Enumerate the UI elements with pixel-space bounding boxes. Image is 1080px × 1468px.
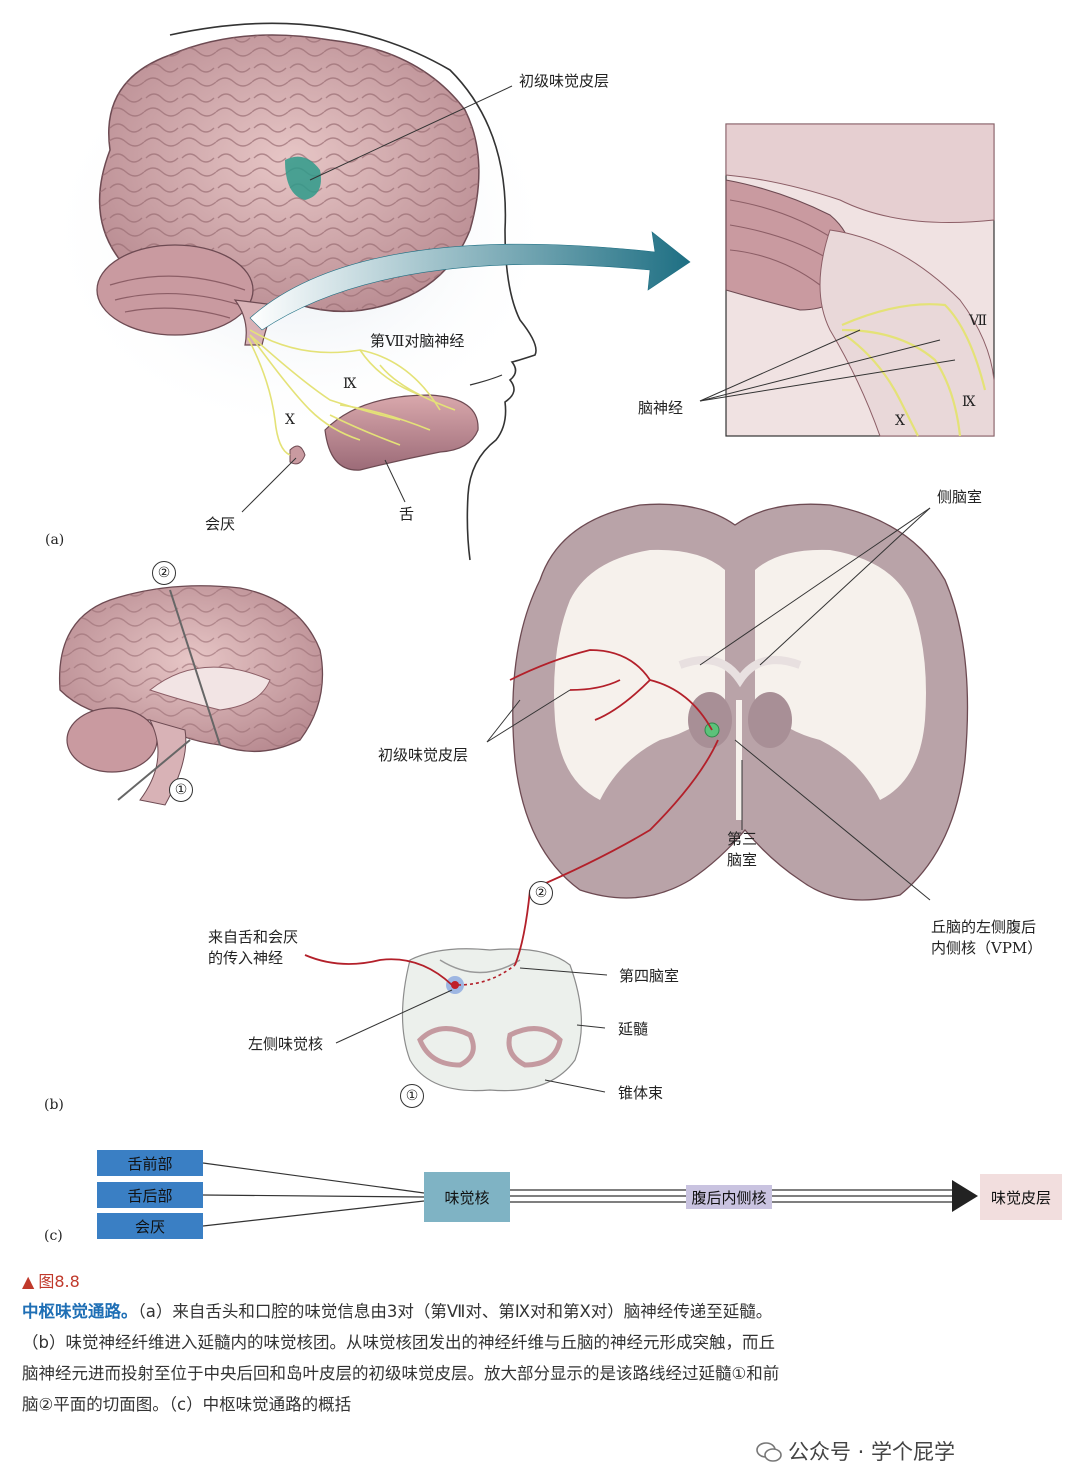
pathway-arrowhead — [952, 1180, 978, 1212]
label-lateral-ventricle: 侧脑室 — [937, 488, 983, 506]
label-epiglottis-a: 会厌 — [205, 515, 236, 533]
box-posterior-tongue: 舌后部 — [97, 1182, 203, 1208]
label-nerve-ix: Ⅸ — [343, 376, 357, 392]
panel-c-connectors — [202, 1162, 978, 1227]
label-afferent-line2: 的传入神经 — [208, 949, 284, 967]
thalamocortical-projection — [509, 649, 713, 731]
box-gustatory-nucleus: 味觉核 — [424, 1172, 510, 1222]
section-line-2 — [169, 589, 221, 746]
label-vpm-line1: 丘脑的左侧腹后 — [931, 918, 1037, 936]
label-primary-gustatory-cortex-a: 初级味觉皮层 — [519, 72, 610, 90]
afferent-fiber — [304, 954, 453, 986]
label-vpm-line2: 内侧核（VPM） — [931, 939, 1043, 957]
label-cranial-nerves: 脑神经 — [638, 399, 684, 417]
figure-tag: ▲图8.8 — [22, 1268, 1062, 1292]
caption-title: 中枢味觉通路。 — [22, 1302, 138, 1321]
label-inset-x: X — [895, 413, 905, 429]
zoom-arrow — [249, 231, 691, 331]
panel-a-letter: (a) — [45, 532, 65, 548]
label-tongue: 舌 — [399, 505, 415, 523]
label-third-ventricle-line2: 脑室 — [727, 851, 758, 869]
primary-gustatory-cortex-highlight — [285, 156, 321, 200]
label-left-gustatory-nucleus: 左侧味觉核 — [248, 1035, 324, 1053]
label-medulla: 延髓 — [618, 1020, 649, 1038]
gustatory-nucleus-marker — [451, 981, 459, 989]
label-inset-vii: Ⅶ — [969, 313, 988, 329]
panel-b-coronal — [486, 503, 969, 901]
label-cranial-nerve-vii: 第Ⅶ对脑神经 — [370, 332, 465, 350]
section-marker-1-sagittal: ① — [169, 778, 193, 802]
section-marker-2-sagittal: ② — [152, 561, 176, 585]
panel-a-inset — [699, 123, 995, 437]
section-marker-2-coronal: ② — [529, 881, 553, 905]
section-marker-1-medulla: ① — [400, 1084, 424, 1108]
box-gustatory-cortex: 味觉皮层 — [980, 1174, 1062, 1220]
label-pyramidal-tract: 锥体束 — [618, 1084, 664, 1102]
label-primary-gustatory-cortex-b: 初级味觉皮层 — [378, 746, 469, 764]
box-anterior-tongue: 舌前部 — [97, 1150, 203, 1176]
panel-b-sagittal — [58, 585, 324, 806]
lateral-ventricles — [678, 656, 802, 688]
left-white-matter — [554, 549, 725, 800]
cerebellum — [96, 244, 254, 336]
label-afferent-line1: 来自舌和会厌 — [208, 928, 299, 946]
label-third-ventricle-line1: 第三 — [727, 830, 758, 848]
watermark: 公众号 · 学个屁学 — [756, 1436, 955, 1466]
box-vpm: 腹后内侧核 — [686, 1185, 772, 1209]
panel-c-letter: (c) — [44, 1228, 63, 1244]
tongue — [324, 394, 479, 471]
medulla-to-thalamus-fiber — [529, 739, 719, 891]
watermark-text: 公众号 · 学个屁学 — [788, 1440, 956, 1464]
panel-b-medulla — [304, 889, 608, 1093]
figure-number: 图8.8 — [38, 1272, 80, 1291]
label-nerve-x: X — [285, 412, 295, 428]
wechat-icon — [756, 1442, 782, 1462]
label-inset-ix: Ⅸ — [962, 394, 976, 410]
label-fourth-ventricle: 第四脑室 — [619, 967, 680, 985]
panel-b-letter: (b) — [44, 1097, 64, 1113]
panel-a-illustration — [40, 20, 691, 561]
epiglottis — [289, 445, 306, 465]
section-line-1 — [117, 739, 191, 801]
cranial-nerves-yellow — [247, 329, 456, 456]
crossing-fiber — [457, 964, 516, 986]
inset-nerves — [841, 303, 987, 437]
head-profile-outline — [169, 22, 537, 561]
right-white-matter — [755, 549, 926, 800]
nose-line — [469, 374, 503, 386]
caption-body: （a）来自舌头和口腔的味觉信息由3对（第Ⅶ对、第Ⅸ对和第X对）脑神经传递至延髓。… — [22, 1302, 780, 1414]
triangle-icon: ▲ — [22, 1272, 35, 1291]
figure-caption: 中枢味觉通路。（a）来自舌头和口腔的味觉信息由3对（第Ⅶ对、第Ⅸ对和第X对）脑神… — [22, 1296, 782, 1420]
box-epiglottis: 会厌 — [97, 1213, 203, 1239]
